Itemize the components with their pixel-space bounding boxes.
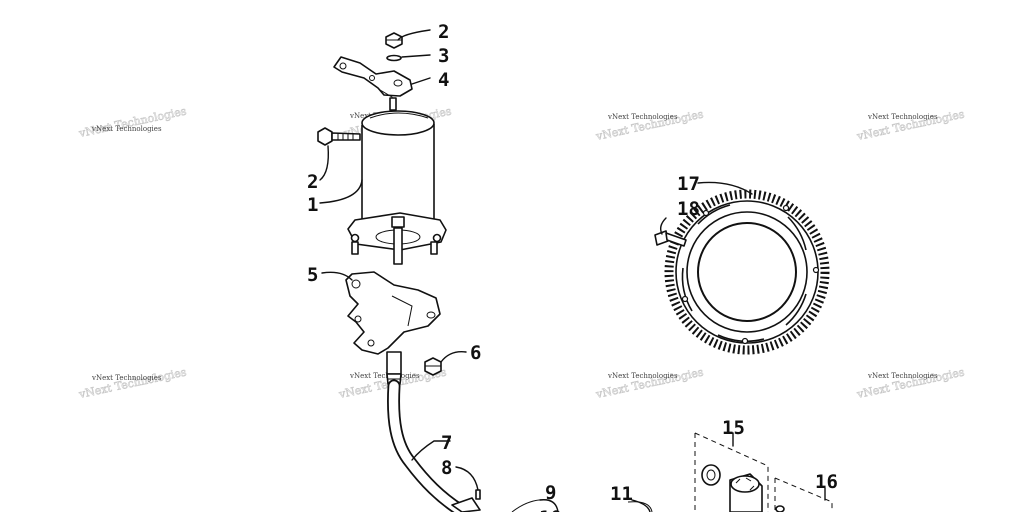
callout-2a: 2	[438, 21, 449, 43]
watermark-shadow: vNext Technologies	[594, 365, 705, 401]
side-bolt-part[interactable]	[317, 127, 361, 146]
callout-3: 3	[438, 45, 449, 67]
top-nut-part[interactable]	[385, 32, 403, 49]
callout-1: 1	[307, 194, 318, 216]
watermark-text: vNext Technologies	[349, 372, 420, 380]
drive-pin-part[interactable]	[775, 505, 785, 512]
watermark-text: vNext Technologies	[607, 372, 678, 380]
callout-2b: 2	[307, 171, 318, 193]
callout-7: 7	[441, 432, 452, 454]
callout-6: 6	[470, 342, 481, 364]
callout-8: 8	[441, 457, 452, 479]
callout-16: 16	[815, 471, 838, 493]
watermark-text: vNext Technologies	[867, 372, 938, 380]
watermark-shadow: vNext Technologies	[77, 104, 188, 140]
flange-stud-part[interactable]	[351, 241, 438, 255]
callout-15: 15	[722, 417, 745, 439]
gear-bolt-part[interactable]	[654, 230, 687, 247]
watermark-text: vNext Technologies	[867, 113, 938, 121]
callout-11: 11	[610, 483, 633, 505]
callout-18: 18	[677, 198, 700, 220]
watermark-text: vNext Technologies	[91, 374, 162, 382]
callout-17: 17	[677, 173, 700, 195]
ring-gear-part[interactable]	[664, 189, 830, 355]
starter-cable-part[interactable]	[386, 351, 481, 512]
lower-bracket-part[interactable]	[345, 271, 441, 355]
washer-part[interactable]	[386, 54, 402, 62]
bracket-nut-part[interactable]	[424, 357, 442, 376]
starter-motor-part[interactable]	[347, 97, 447, 265]
callout-4: 4	[438, 69, 449, 91]
watermark-shadow: vNext Technologies	[855, 365, 966, 401]
watermark-text: vNext Technologies	[607, 113, 678, 121]
watermark-group: vNext Technologies vNext Technologies vN…	[77, 104, 967, 401]
callout-5: 5	[307, 264, 318, 286]
watermark-text: vNext Technologies	[91, 125, 162, 133]
pinion-gear-part[interactable]	[729, 473, 763, 512]
watermark-shadow: vNext Technologies	[77, 365, 188, 401]
partial-part-11[interactable]	[627, 501, 653, 512]
callout-10: 10	[539, 507, 562, 512]
callout-9: 9	[545, 482, 556, 504]
callout-labels: 2 3 4 2 1 5 6 7 8 9 10 11 15 16 17 18	[307, 21, 838, 512]
top-bracket-part[interactable]	[333, 56, 413, 104]
drive-washer-part[interactable]	[701, 464, 721, 486]
drive-kit-box	[694, 432, 833, 512]
leader-lines	[319, 29, 826, 512]
